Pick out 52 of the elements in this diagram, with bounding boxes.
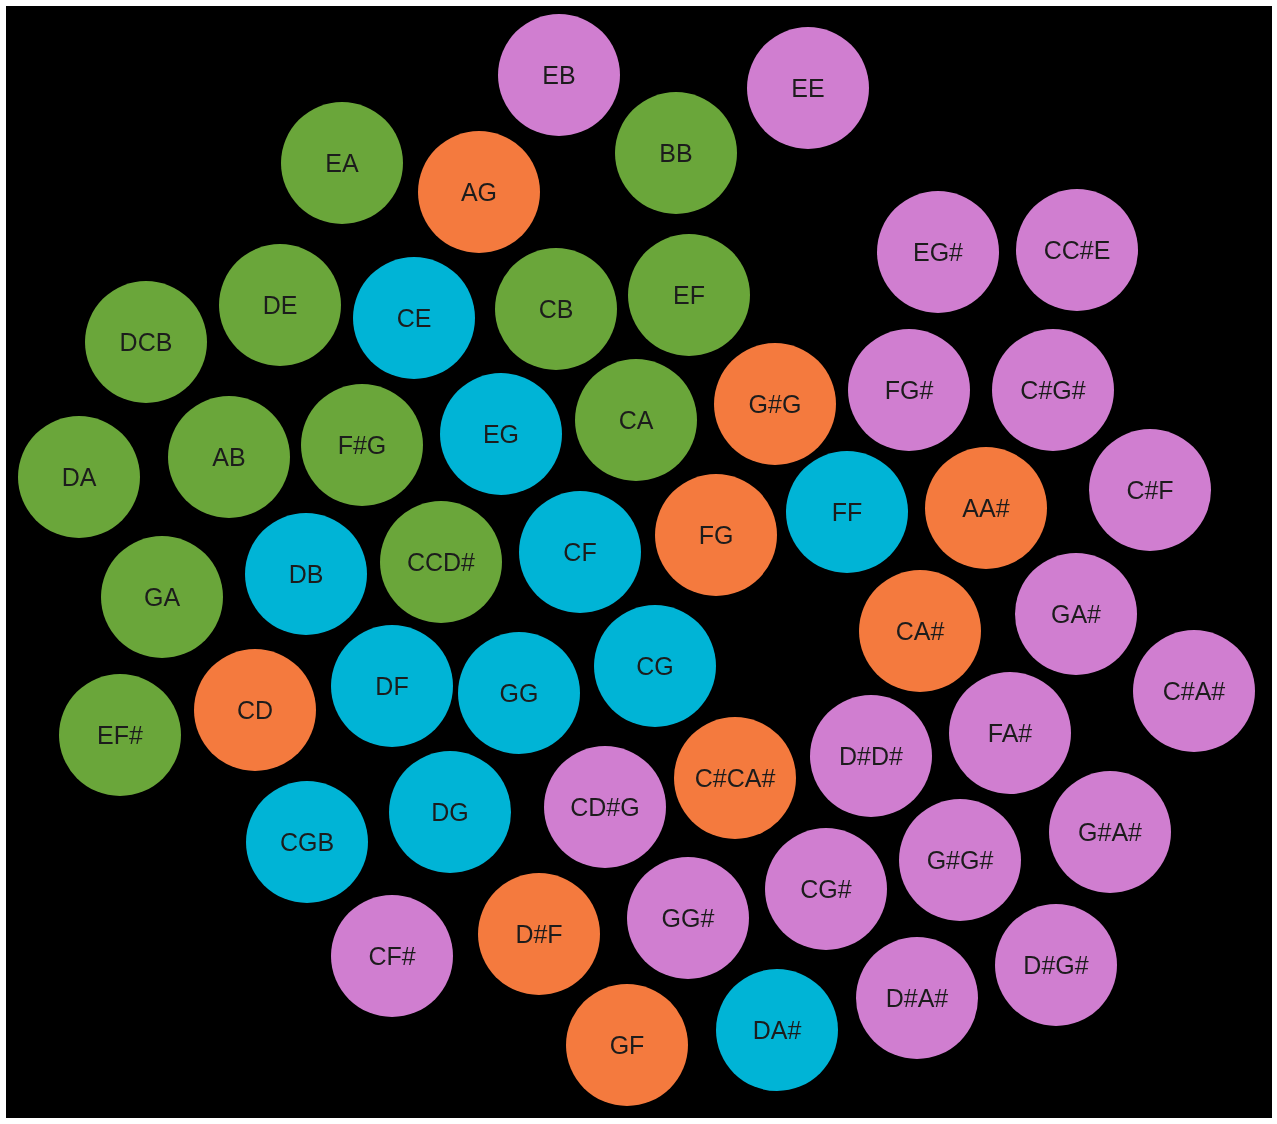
node-label: AA# [962, 493, 1010, 523]
node-label: C#G# [1020, 375, 1086, 405]
node-label: G#A# [1078, 817, 1142, 847]
node-label: CE [396, 303, 432, 333]
node-label: DA# [752, 1015, 802, 1045]
node-label: GG [499, 678, 539, 708]
node-label: BB [659, 138, 693, 168]
node-label: C#CA# [694, 763, 776, 793]
node-label: CA# [895, 616, 945, 646]
node-label: EG# [913, 237, 963, 267]
node-label: C#A# [1162, 676, 1226, 706]
node-label: D#G# [1023, 950, 1089, 980]
node-label: G#G# [926, 845, 994, 875]
node-label: DG [431, 797, 469, 827]
node-label: G#G [748, 389, 802, 419]
node-label: D#D# [839, 741, 903, 771]
node-label: EF# [97, 720, 143, 750]
node-label: CG# [800, 874, 852, 904]
node-label: EE [791, 73, 825, 103]
node-label: CCD# [406, 547, 476, 577]
node-label: CF# [368, 941, 416, 971]
node-label: CD#G [570, 792, 640, 822]
node-label: CB [538, 294, 574, 324]
node-label: EB [542, 60, 576, 90]
node-label: AB [212, 442, 246, 472]
node-label: FG# [884, 375, 934, 405]
node-label: AG [460, 177, 498, 207]
node-label: CA [618, 405, 654, 435]
node-label: GA [143, 582, 181, 612]
node-label: DE [262, 290, 298, 320]
node-label: FF [831, 497, 863, 527]
node-label: F#G [337, 430, 387, 460]
node-label: C#F [1126, 475, 1174, 505]
node-label: FA# [987, 718, 1033, 748]
node-label: CGB [279, 827, 335, 857]
node-label: DF [375, 671, 409, 701]
node-label: CF [563, 537, 597, 567]
node-label: DCB [119, 327, 173, 357]
node-label: GA# [1051, 599, 1101, 629]
node-label: EF [673, 280, 705, 310]
node-label: CG [636, 651, 674, 681]
node-label: FG [698, 520, 734, 550]
node-label: EA [325, 148, 359, 178]
node-label: D#A# [885, 983, 949, 1013]
node-label: CD [236, 695, 274, 725]
node-label: D#F [515, 919, 563, 949]
node-label: GG# [661, 903, 715, 933]
node-label: DB [288, 559, 324, 589]
node-label: EG [482, 419, 520, 449]
node-label: DA [61, 462, 97, 492]
node-label: CC#E [1043, 235, 1111, 265]
node-label: GF [609, 1030, 645, 1060]
